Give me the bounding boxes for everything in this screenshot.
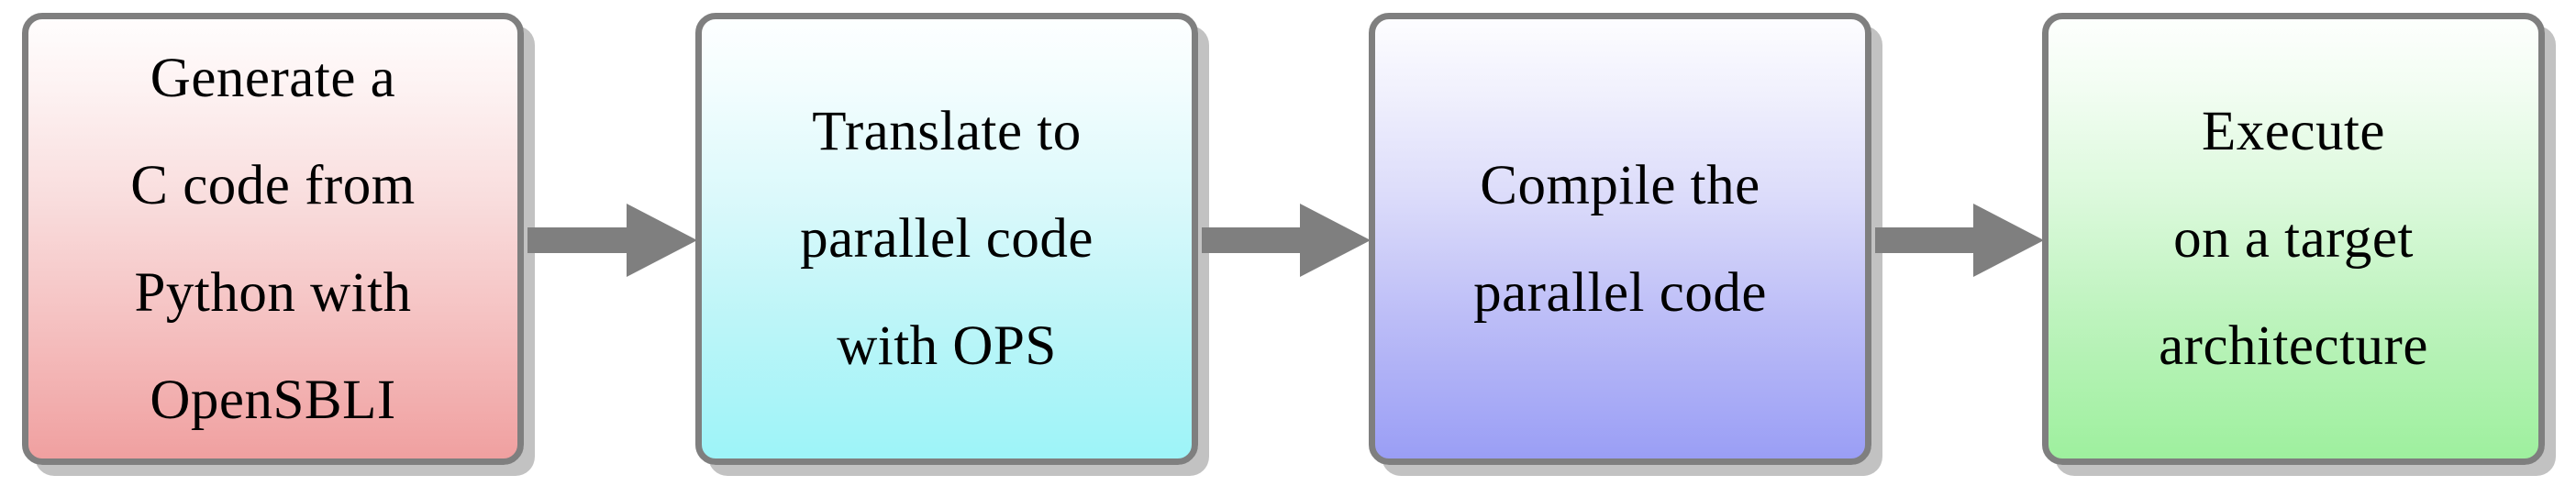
flow-node-compile-line-2: parallel code: [1473, 261, 1767, 324]
arrow-compile-to-execute-icon: [1875, 199, 2044, 282]
flow-node-execute-line-2: on a target: [2173, 208, 2414, 270]
flow-node-generate-line-3: Python with: [134, 261, 412, 324]
flow-node-translate-line-3: with OPS: [837, 315, 1057, 377]
flow-node-compile-line-1: Compile the: [1480, 154, 1760, 216]
flow-node-generate-line-4: OpenSBLI: [150, 369, 396, 431]
flow-node-generate-line-1: Generate a: [150, 47, 396, 109]
flow-node-generate[interactable]: Generate a C code from Python with OpenS…: [22, 13, 524, 465]
flow-node-execute[interactable]: Execute on a target architecture: [2042, 13, 2545, 465]
flow-node-translate-line-2: parallel code: [800, 208, 1094, 270]
flow-node-translate[interactable]: Translate to parallel code with OPS: [695, 13, 1198, 465]
flow-node-execute-line-1: Execute: [2202, 101, 2385, 162]
flow-node-generate-line-2: C code from: [130, 154, 416, 216]
flow-node-translate-line-1: Translate to: [812, 101, 1082, 162]
flow-node-compile[interactable]: Compile the parallel code: [1369, 13, 1871, 465]
arrow-translate-to-compile-icon: [1202, 199, 1371, 282]
flow-node-execute-line-3: architecture: [2159, 315, 2428, 377]
arrow-generate-to-translate-icon: [527, 199, 697, 282]
